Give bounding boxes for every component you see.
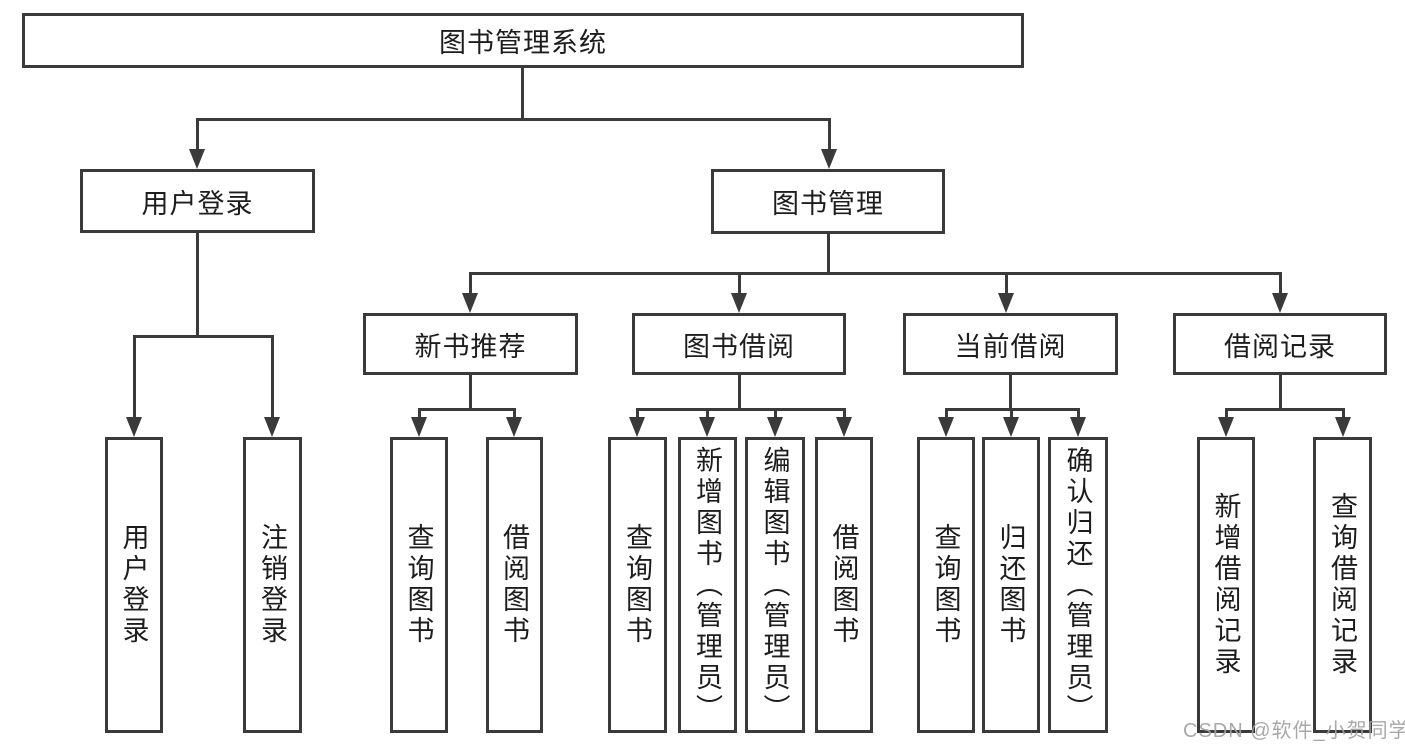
arrowhead-down-icon <box>1070 417 1086 437</box>
connector-line <box>133 335 274 338</box>
arrowhead-down-icon <box>998 293 1014 313</box>
connector-line <box>1342 408 1345 419</box>
connector-line <box>1077 408 1080 419</box>
leaf-borrow-books: 借阅图书 <box>815 437 873 733</box>
node-label: 新书推荐 <box>414 331 527 362</box>
arrowhead-down-icon <box>699 417 715 437</box>
connector-line <box>738 272 741 295</box>
leaf-borrow-books-recommend: 借阅图书 <box>486 437 543 733</box>
connector-line <box>469 272 472 295</box>
node-label: 查询图书 <box>403 523 434 647</box>
connector-line <box>1010 408 1013 419</box>
connector-line <box>271 335 274 419</box>
node-book-management: 图书管理 <box>711 169 945 234</box>
node-book-borrow: 图书借阅 <box>632 313 846 375</box>
connector-line <box>1279 375 1282 408</box>
arrowhead-down-icon <box>1218 417 1234 437</box>
connector-line <box>469 272 1282 275</box>
leaf-edit-books-admin: 编辑图书（管理员） <box>745 437 805 733</box>
node-label: 新增图书（管理员） <box>692 445 722 725</box>
connector-line <box>945 408 948 419</box>
node-label: 用户登录 <box>141 188 254 219</box>
connector-line <box>774 408 777 419</box>
connector-line <box>418 408 516 411</box>
connector-line <box>827 234 830 272</box>
arrowhead-down-icon <box>1003 417 1019 437</box>
connector-line <box>706 408 709 419</box>
arrowhead-down-icon <box>629 417 645 437</box>
arrowhead-down-icon <box>836 417 852 437</box>
node-label: 图书管理系统 <box>439 28 607 58</box>
node-label: 归还图书 <box>995 523 1026 647</box>
leaf-logout: 注销登录 <box>243 437 302 733</box>
node-label: 编辑图书（管理员） <box>759 445 790 725</box>
node-label: 用户登录 <box>118 523 149 647</box>
connector-line <box>418 408 421 419</box>
connector-line <box>738 375 741 408</box>
leaf-add-borrow-record: 新增借阅记录 <box>1197 437 1255 733</box>
node-label: 查询图书 <box>622 523 652 647</box>
connector-line <box>1009 375 1012 408</box>
arrowhead-down-icon <box>126 417 142 437</box>
node-label: 新增借阅记录 <box>1210 492 1241 678</box>
arrowhead-down-icon <box>731 293 747 313</box>
connector-line <box>1225 408 1228 419</box>
connector-line <box>133 335 136 419</box>
connector-line <box>196 118 199 151</box>
node-current-borrow: 当前借阅 <box>903 313 1118 375</box>
leaf-query-borrow-record: 查询借阅记录 <box>1313 437 1372 733</box>
node-user-login: 用户登录 <box>80 169 315 233</box>
connector-line <box>843 408 846 419</box>
node-label: 注销登录 <box>257 523 287 647</box>
arrowhead-down-icon <box>767 417 783 437</box>
connector-line <box>196 233 199 335</box>
leaf-user-login: 用户登录 <box>105 437 163 733</box>
node-label: 查询图书 <box>930 523 961 647</box>
node-label: 图书借阅 <box>683 331 795 362</box>
node-borrow-records: 借阅记录 <box>1173 313 1387 375</box>
leaf-return-books: 归还图书 <box>982 437 1040 733</box>
leaf-query-books-borrow: 查询图书 <box>608 437 667 733</box>
node-label: 确认归还（管理员） <box>1062 445 1093 725</box>
arrowhead-down-icon <box>189 149 205 169</box>
node-label: 借阅图书 <box>828 523 859 647</box>
arrowhead-down-icon <box>462 293 478 313</box>
leaf-add-books-admin: 新增图书（管理员） <box>678 437 737 733</box>
node-label: 查询借阅记录 <box>1327 492 1357 678</box>
leaf-query-books-recommend: 查询图书 <box>390 437 448 733</box>
node-label: 借阅记录 <box>1224 331 1336 362</box>
arrowhead-down-icon <box>821 149 837 169</box>
connector-line <box>1005 272 1008 295</box>
csdn-watermark: CSDN @软件_小贺同学 <box>1183 720 1405 742</box>
connector-line <box>1225 408 1345 411</box>
arrowhead-down-icon <box>264 417 280 437</box>
leaf-confirm-return-admin: 确认归还（管理员） <box>1048 437 1108 733</box>
connector-line <box>1279 272 1282 295</box>
connector-line <box>828 118 831 151</box>
connector-line <box>636 408 846 411</box>
connector-line <box>636 408 639 419</box>
connector-line <box>196 118 831 121</box>
arrowhead-down-icon <box>411 417 427 437</box>
leaf-query-books-current: 查询图书 <box>917 437 975 733</box>
arrowhead-down-icon <box>1335 417 1351 437</box>
connector-line <box>513 408 516 419</box>
connector-line <box>521 68 524 118</box>
arrowhead-down-icon <box>938 417 954 437</box>
arrowhead-down-icon <box>1272 293 1288 313</box>
arrowhead-down-icon <box>506 417 522 437</box>
connector-line <box>469 375 472 408</box>
node-root-library-system: 图书管理系统 <box>22 13 1024 68</box>
node-label: 当前借阅 <box>954 331 1067 362</box>
node-new-book-recommend: 新书推荐 <box>363 313 578 375</box>
node-label: 图书管理 <box>772 189 884 219</box>
node-label: 借阅图书 <box>499 523 529 647</box>
